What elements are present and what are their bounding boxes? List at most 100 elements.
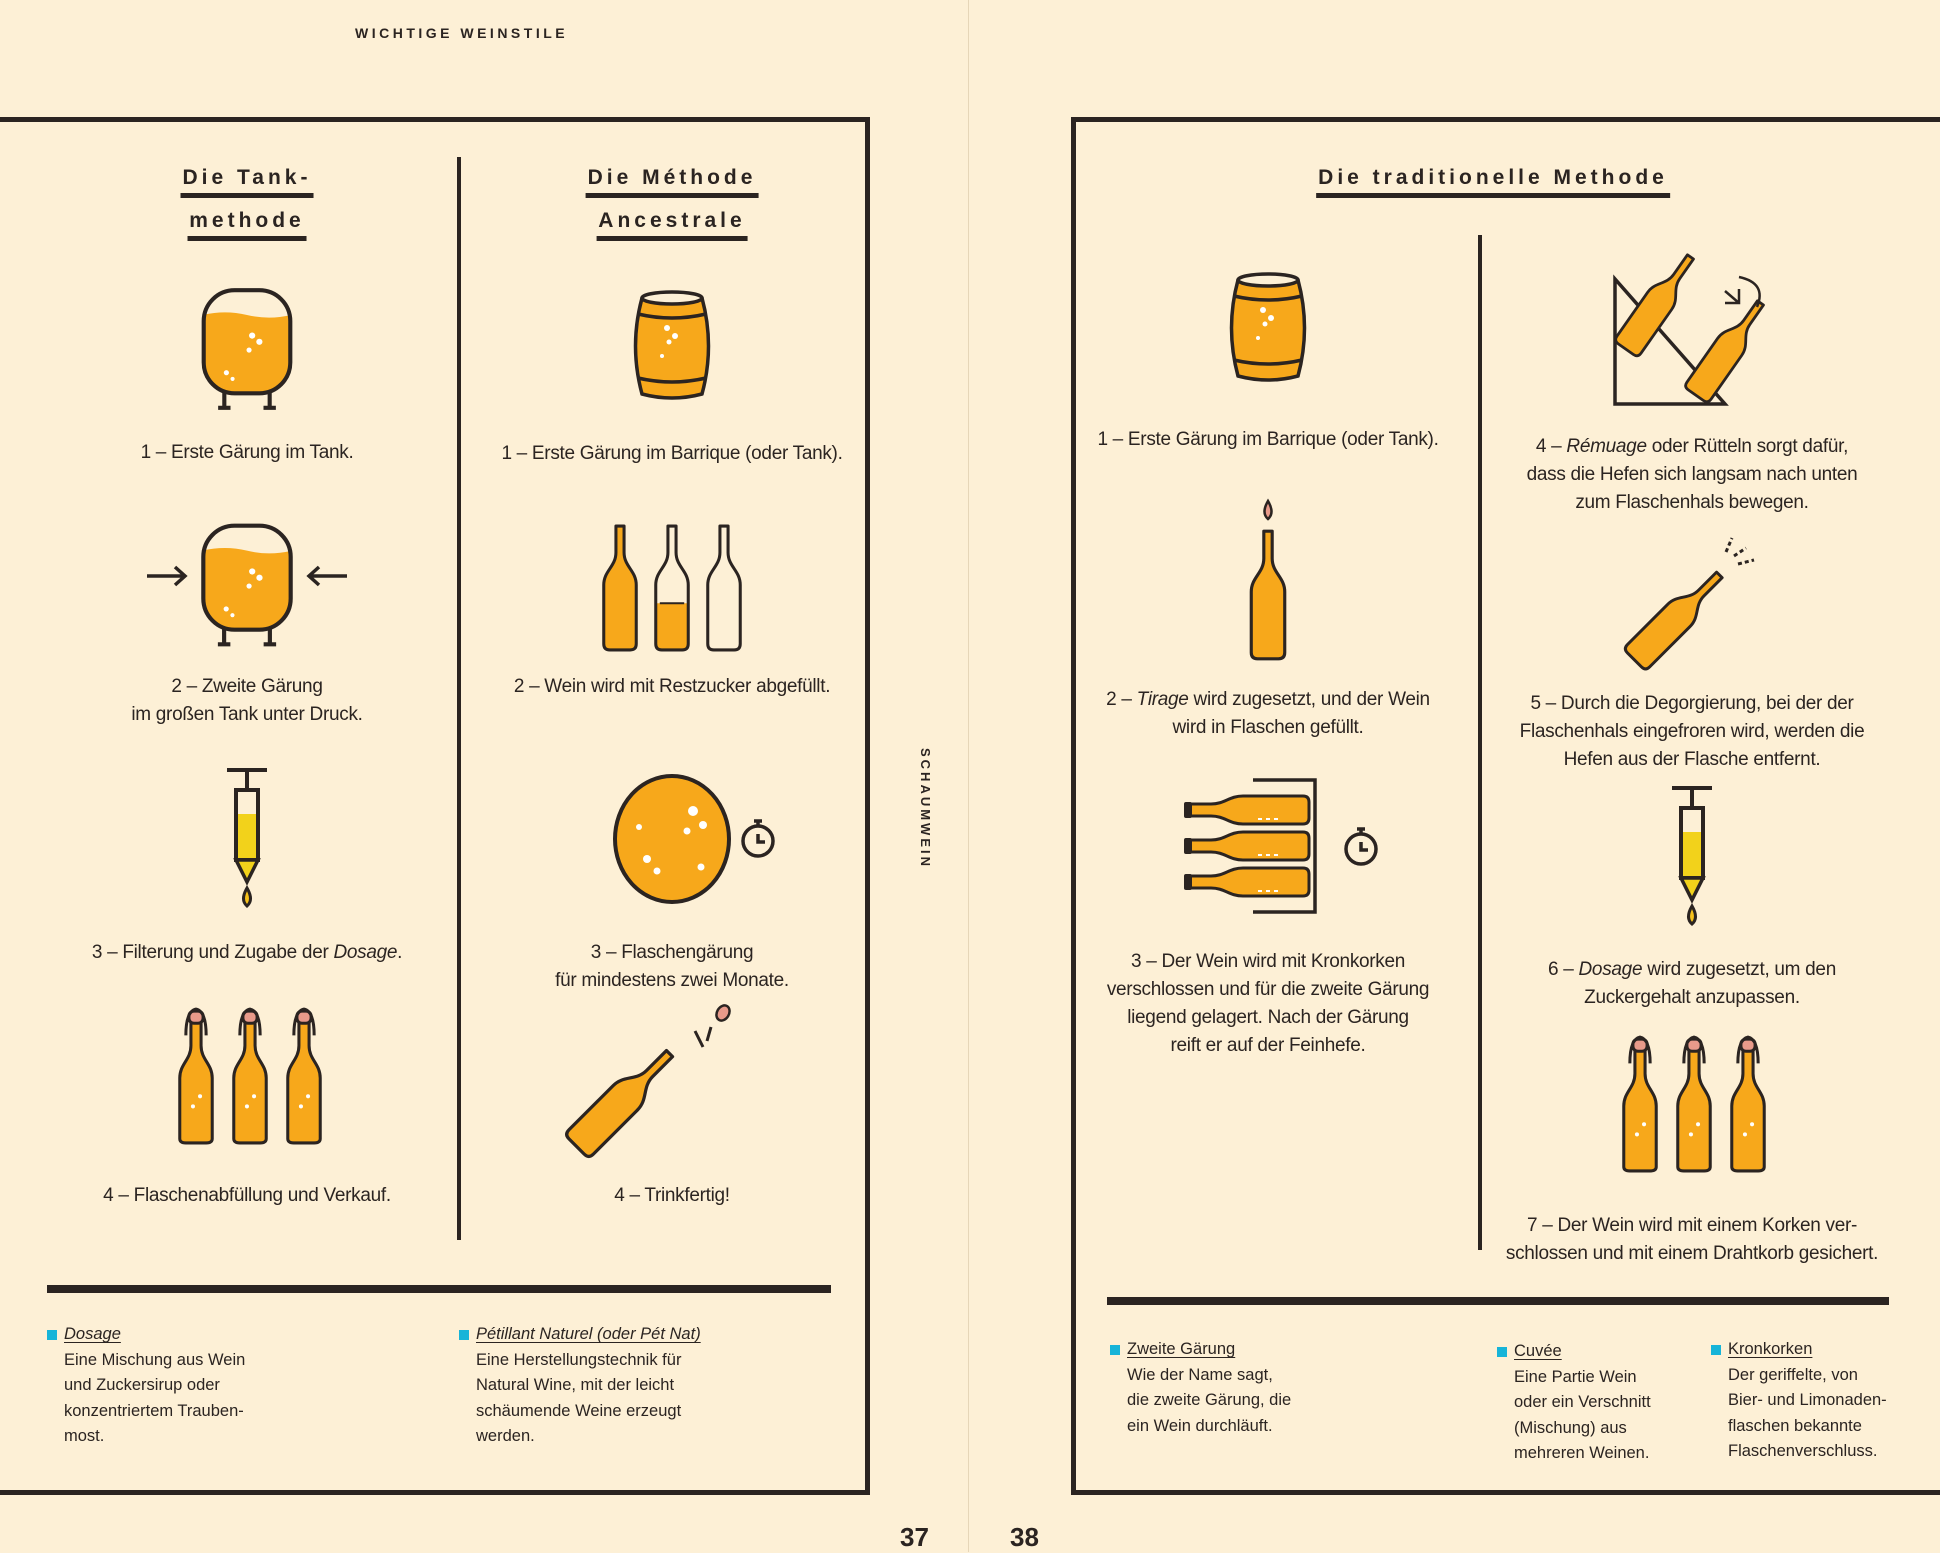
ancestrale-step-4: 4 – Trinkfertig! — [614, 1182, 730, 1210]
popping-bottle-icon — [562, 1004, 731, 1161]
glossary-term: Pétillant Naturel (oder Pét Nat) — [476, 1325, 701, 1343]
marker-icon — [1711, 1344, 1721, 1355]
glossary-line: Flaschenverschluss. — [1728, 1442, 1878, 1460]
caption-line: reift er auf der Feinhefe. — [1170, 1035, 1366, 1056]
traditional-step-1: 1 – Erste Gärung im Barrique (oder Tank)… — [1097, 426, 1438, 454]
column-divider — [457, 157, 461, 1240]
tank-step-2: 2 – Zweite Gärung im großen Tank unter D… — [131, 673, 363, 729]
glossary-line: oder ein Verschnitt — [1514, 1393, 1651, 1411]
tank-step-1: 1 – Erste Gärung im Tank. — [141, 439, 354, 467]
glossary-term: Cuvée — [1514, 1342, 1562, 1360]
spine-label: SCHAUMWEIN — [918, 748, 933, 869]
page-number-left: 37 — [900, 1522, 929, 1552]
swing-top-bottles-icon — [178, 1007, 322, 1145]
tank-method-title: Die Tank- methode — [180, 165, 314, 251]
barrel-icon — [627, 284, 717, 408]
caption-line: 2 – Wein wird mit Restzucker abgefüllt. — [513, 676, 831, 697]
caption-line: verschlossen und für die zweite Gärung — [1106, 979, 1430, 1000]
caption-line: im großen Tank unter Druck. — [131, 704, 363, 725]
caption-italic: Rémuage — [1566, 436, 1647, 457]
glossary-line: Eine Partie Wein — [1514, 1367, 1637, 1386]
syringe-icon — [1667, 782, 1717, 932]
glossary-term: Dosage — [64, 1325, 121, 1343]
marker-icon — [47, 1329, 57, 1340]
caption-italic: Dosage — [1578, 959, 1643, 980]
caption-text: oder Rütteln sorgt dafür, — [1646, 436, 1849, 457]
caption-line: 7 – Der Wein wird mit einem Korken ver- — [1526, 1215, 1858, 1236]
glossary-term: Kronkorken — [1728, 1340, 1813, 1358]
caption-line: 2 – Zweite Gärung — [171, 676, 323, 697]
marker-icon — [459, 1329, 469, 1340]
bottles-icon — [602, 524, 742, 652]
caption-line: 5 – Durch die Degorgierung, bei der der — [1530, 693, 1854, 714]
caption-text: wird zugesetzt, um den — [1642, 959, 1836, 980]
title-line: Die Méthode — [585, 165, 759, 198]
caption-line: für mindestens zwei Monate. — [555, 970, 789, 991]
right-page-frame — [1071, 117, 1940, 1495]
caption-text: 2 – — [1106, 689, 1137, 710]
caption-line: 4 – Trinkfertig! — [614, 1185, 730, 1206]
caption-line: zum Flaschenhals bewegen. — [1575, 492, 1809, 513]
page-gutter — [968, 0, 969, 1552]
caption-line: liegend gelagert. Nach der Gärung — [1127, 1007, 1409, 1028]
traditional-step-2: 2 – Tirage wird zugesetzt, und der Wein … — [1106, 686, 1430, 742]
traditional-method-title: Die traditionelle Methode — [1316, 165, 1670, 208]
glossary-line: flaschen bekannte — [1728, 1416, 1862, 1435]
corked-bottles-icon — [1622, 1035, 1766, 1173]
arrow-right-icon — [147, 565, 188, 587]
traditional-step-7: 7 – Der Wein wird mit einem Korken ver- … — [1506, 1212, 1879, 1268]
title-line: Die Tank- — [180, 165, 314, 198]
glossary-item-pet-nat: Pétillant Naturel (oder Pét Nat) Eine He… — [459, 1322, 701, 1450]
traditional-step-6: 6 – Dosage wird zugesetzt, um den Zucker… — [1548, 956, 1836, 1012]
caption-line: Flaschenhals eingefroren wird, werden di… — [1519, 721, 1865, 742]
caption-text: 3 – Filterung und Zugabe der — [91, 942, 334, 963]
glossary-term: Zweite Gärung — [1127, 1340, 1236, 1358]
glossary-item-dosage: Dosage Eine Mischung aus Wein und Zucker… — [47, 1322, 245, 1450]
glossary-item-cuvee: Cuvée Eine Partie Wein oder ein Verschni… — [1497, 1339, 1651, 1467]
syringe-icon — [222, 764, 272, 914]
caption-text: 4 – — [1535, 436, 1567, 457]
caption-text: . — [397, 942, 403, 963]
left-page-frame — [0, 117, 870, 1495]
tirage-bottle-icon — [1249, 498, 1287, 661]
glossary-line: Der geriffelte, von — [1728, 1365, 1858, 1384]
ancestrale-step-3: 3 – Flaschengärung für mindestens zwei M… — [555, 939, 789, 995]
degorging-bottle-icon — [1621, 537, 1755, 673]
glossary-line: konzentriertem Trauben- — [64, 1401, 244, 1420]
caption-line: wird in Flaschen gefüllt. — [1172, 717, 1364, 738]
title-line: Ancestrale — [596, 208, 748, 241]
caption-line: Hefen aus der Flasche entfernt. — [1563, 749, 1821, 770]
title-line: methode — [187, 208, 307, 241]
glossary-line: most. — [64, 1427, 105, 1445]
arrow-left-icon — [306, 565, 347, 587]
section-divider — [47, 1285, 831, 1293]
running-title: WICHTIGE WEINSTILE — [355, 25, 569, 41]
caption-italic: Dosage — [333, 942, 398, 963]
glossary-line: die zweite Gärung, die — [1127, 1391, 1292, 1409]
traditional-step-3: 3 – Der Wein wird mit Kronkorken verschl… — [1106, 948, 1430, 1060]
glossary-line: Bier- und Limonaden- — [1728, 1391, 1887, 1409]
caption-line: Zuckergehalt anzupassen. — [1584, 987, 1800, 1008]
ancestrale-step-1: 1 – Erste Gärung im Barrique (oder Tank)… — [501, 440, 842, 468]
caption-line: 4 – Flaschenabfüllung und Verkauf. — [103, 1185, 391, 1206]
tank-icon — [195, 282, 299, 416]
marker-icon — [1110, 1344, 1120, 1355]
caption-line: 1 – Erste Gärung im Tank. — [140, 442, 354, 463]
traditional-step-4: 4 – Rémuage oder Rütteln sorgt dafür, da… — [1527, 433, 1858, 517]
glossary-item-zweite-gaerung: Zweite Gärung Wie der Name sagt, die zwe… — [1110, 1337, 1291, 1439]
marker-icon — [1497, 1346, 1507, 1357]
stopwatch-icon — [738, 816, 778, 860]
page-number-right: 38 — [1010, 1522, 1039, 1552]
glossary-line: mehreren Weinen. — [1514, 1444, 1650, 1462]
caption-text: wird zugesetzt, und der Wein — [1188, 689, 1431, 710]
title-line: Die traditionelle Methode — [1316, 165, 1670, 198]
caption-line: 3 – Der Wein wird mit Kronkorken — [1130, 951, 1406, 972]
pressurized-tank-icon — [195, 503, 299, 651]
ancestrale-step-2: 2 – Wein wird mit Restzucker abgefüllt. — [513, 673, 831, 701]
glossary-line: Eine Herstellungstechnik für — [476, 1350, 682, 1369]
caption-text: 6 – — [1548, 959, 1579, 980]
caption-line: 1 – Erste Gärung im Barrique (oder Tank)… — [1097, 429, 1439, 450]
section-divider — [1107, 1297, 1889, 1305]
glossary-line: Eine Mischung aus Wein — [64, 1350, 246, 1369]
column-divider — [1478, 235, 1482, 1250]
